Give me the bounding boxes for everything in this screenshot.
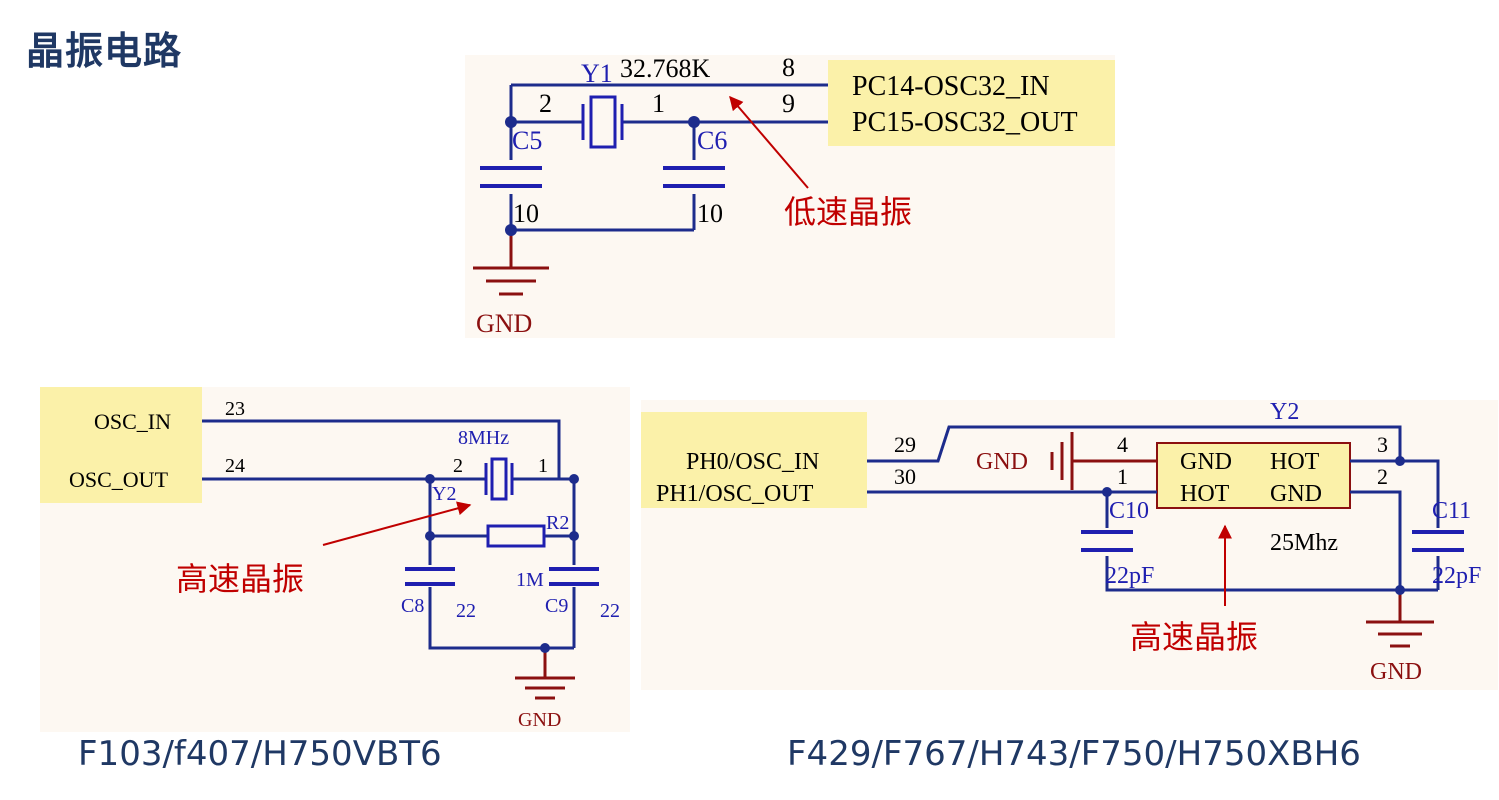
- top-cap-left-ref: C5: [512, 126, 542, 155]
- top-crystal-pin-1: 1: [652, 89, 665, 118]
- top-pin-9: 9: [782, 89, 795, 118]
- left-pin-in: 23: [225, 398, 245, 420]
- left-resistor-ref: R2: [546, 512, 569, 534]
- right-panel-caption: F429/F767/H743/F750/H750XBH6: [787, 734, 1361, 774]
- right-crystal-package: [1156, 442, 1351, 509]
- top-pin-8: 8: [782, 53, 795, 82]
- right-net-out-label: PH1/OSC_OUT: [656, 481, 814, 507]
- left-circuit: OSC_IN OSC_OUT 23 24 8MHz 2 1 Y2 R2 1M C…: [40, 387, 630, 732]
- right-crystal-ref: Y2: [1270, 399, 1299, 425]
- left-resistor-icon: [486, 524, 546, 548]
- left-crystal-pin-1: 1: [538, 455, 548, 477]
- left-net-in-label: OSC_IN: [94, 409, 171, 434]
- right-junctions: [1102, 456, 1405, 595]
- right-net-label-box: [641, 412, 867, 508]
- right-gnd-label: GND: [1370, 659, 1422, 685]
- right-cap-left-ref: C10: [1109, 498, 1149, 524]
- left-crystal-icon: [484, 457, 514, 501]
- right-pkg-gnd-left: GND: [1180, 449, 1232, 475]
- right-pin-1: 1: [1117, 464, 1128, 489]
- top-annotation-arrow: [729, 95, 809, 189]
- top-crystal-icon: [581, 95, 624, 149]
- top-crystal-ref: Y1: [581, 59, 613, 88]
- left-cap-left-value: 22: [456, 600, 476, 622]
- right-crystal-value: 25Mhz: [1270, 530, 1338, 556]
- left-crystal-pin-2: 2: [453, 455, 463, 477]
- left-annotation-arrow: [322, 501, 472, 546]
- left-capacitors: [405, 567, 599, 586]
- top-gnd-label: GND: [476, 309, 532, 338]
- left-net-label-box: [40, 387, 202, 503]
- left-cap-right-ref: C9: [545, 595, 568, 617]
- right-gnd-text: GND: [976, 449, 1028, 475]
- right-pkg-hot-left: HOT: [1180, 481, 1230, 507]
- right-pin-4: 4: [1117, 432, 1128, 457]
- right-pin-out: 30: [894, 464, 916, 489]
- page-title: 晶振电路: [26, 29, 183, 73]
- left-resistor-value: 1M: [516, 569, 544, 591]
- left-panel-caption: F103/f407/H750VBT6: [78, 734, 442, 774]
- top-cap-right-value: 10: [697, 199, 723, 228]
- right-pin-2: 2: [1377, 464, 1388, 489]
- left-pin-out: 24: [225, 455, 245, 477]
- right-annotation: 高速晶振: [1130, 618, 1258, 656]
- right-pin-3: 3: [1377, 432, 1388, 457]
- right-wires: [867, 425, 1440, 592]
- top-ground-icon: [473, 230, 549, 296]
- right-pkg-hot-right: HOT: [1270, 449, 1320, 475]
- top-crystal-value: 32.768K: [620, 54, 711, 83]
- top-net-label-box: [828, 60, 1115, 146]
- right-cap-left-value: 22pF: [1105, 563, 1154, 589]
- left-junctions: [425, 474, 579, 653]
- top-cap-left-value: 10: [513, 199, 539, 228]
- top-circuit: Y1 32.768K 8 9 2 1 PC14-OSC32_IN PC15-OS…: [465, 53, 1115, 338]
- left-crystal-ref: Y2: [432, 483, 456, 505]
- left-cap-right-value: 22: [600, 600, 620, 622]
- right-circuit: PH0/OSC_IN PH1/OSC_OUT 29 30 Y2 GND 4 1 …: [641, 399, 1498, 690]
- right-pin-in: 29: [894, 432, 916, 457]
- right-cap-right-ref: C11: [1432, 498, 1471, 524]
- right-net-in-label: PH0/OSC_IN: [686, 449, 819, 475]
- top-annotation: 低速晶振: [784, 193, 912, 231]
- right-cap-right-value: 22pF: [1432, 563, 1481, 589]
- top-cap-right-ref: C6: [697, 126, 727, 155]
- left-cap-left-ref: C8: [401, 595, 424, 617]
- left-gnd-label: GND: [518, 709, 561, 731]
- left-net-out-label: OSC_OUT: [69, 467, 169, 492]
- top-net-out-label: PC15-OSC32_OUT: [852, 107, 1078, 138]
- top-junctions: [505, 116, 700, 236]
- left-annotation: 高速晶振: [176, 560, 304, 598]
- right-crystal-gnd-icon: [1050, 432, 1157, 490]
- right-pkg-gnd-right: GND: [1270, 481, 1322, 507]
- top-net-in-label: PC14-OSC32_IN: [852, 71, 1050, 102]
- right-ground-icon: [1366, 590, 1434, 648]
- top-crystal-pin-2: 2: [539, 89, 552, 118]
- left-crystal-value: 8MHz: [458, 427, 509, 449]
- right-capacitors: [1081, 530, 1464, 552]
